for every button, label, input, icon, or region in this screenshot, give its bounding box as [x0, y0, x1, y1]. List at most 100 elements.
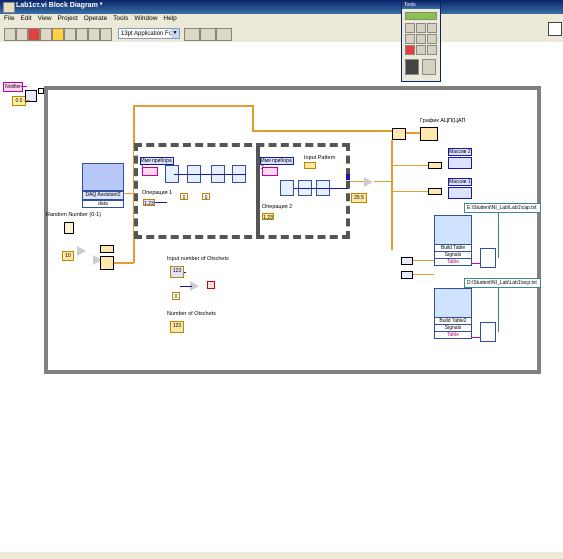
input-count-label: Input number of Otschets [167, 256, 229, 262]
notifier-node-icon[interactable] [25, 90, 37, 102]
compare-icon[interactable] [364, 177, 373, 187]
font-select-value: 13pt Application Font [121, 31, 178, 37]
table-icon [434, 215, 472, 245]
menu-bar: File Edit View Project Operate Tools Win… [0, 14, 563, 26]
build-table2-table: Table [434, 332, 472, 339]
pause-icon[interactable] [40, 28, 52, 41]
shortcut-tool-icon[interactable] [416, 34, 426, 44]
run-arrow-icon[interactable] [4, 28, 16, 41]
menu-edit[interactable]: Edit [20, 15, 32, 22]
menu-operate[interactable]: Operate [83, 15, 108, 22]
multiply2-icon[interactable] [93, 255, 102, 265]
daq-label: DAQ Assistant2 [82, 191, 124, 200]
build-table-2[interactable]: Build Table2 Signals Table [434, 288, 472, 348]
dice-icon[interactable] [64, 222, 74, 234]
dac-label [100, 245, 114, 253]
title-bar: Lab1ст.vi Block Diagram * [0, 0, 563, 14]
dev-name-1[interactable]: Имя прибора 1 [140, 157, 174, 171]
menu-tools[interactable]: Tools [113, 15, 129, 22]
position-tool-icon[interactable] [416, 23, 426, 33]
stop-constant[interactable]: 0.0 [12, 96, 26, 106]
dev-name-2-const[interactable] [262, 167, 278, 176]
build-table2-label: Build Table2 [434, 318, 472, 325]
chevron-down-icon: ▼ [171, 29, 179, 38]
multiply-icon[interactable] [77, 246, 86, 256]
toolbar: 13pt Application Font ▼ [0, 26, 563, 43]
op-2-value[interactable]: 1.23 [262, 213, 274, 221]
abort-icon[interactable] [28, 28, 40, 41]
highlight-execution-icon[interactable] [52, 28, 64, 41]
color-tool-icon[interactable] [405, 59, 419, 75]
table2-icon [434, 288, 472, 318]
const-10[interactable]: 10 [62, 251, 74, 261]
menu-project[interactable]: Project [57, 15, 78, 22]
step-over-icon[interactable] [88, 28, 100, 41]
graph-indicator[interactable] [420, 127, 438, 141]
step-into-icon[interactable] [76, 28, 88, 41]
path-1[interactable]: E:\Student\NI_Lab\Lab1\cap.txt [464, 203, 541, 213]
build-table2-signals: Signals [434, 325, 472, 332]
menu-window[interactable]: Window [134, 15, 158, 22]
window-title: Lab1ст.vi Block Diagram * [16, 2, 103, 9]
breakpoint-tool-icon[interactable] [405, 45, 415, 55]
small-const[interactable]: 0 [172, 292, 180, 300]
text-tool-icon[interactable] [427, 23, 437, 33]
probe-tool-icon[interactable] [416, 45, 426, 55]
wire-tool-icon[interactable] [405, 34, 415, 44]
horizontal-scrollbar[interactable] [0, 552, 563, 559]
brush-icon[interactable] [422, 59, 436, 75]
const-0-a[interactable]: 0 [180, 193, 188, 201]
auto-tool-icon[interactable] [405, 12, 437, 20]
run-continuous-icon[interactable] [16, 28, 28, 41]
array2-const[interactable] [428, 162, 442, 169]
build-table-label: Build Table [434, 245, 472, 252]
tools-palette-title: Tools [402, 1, 440, 9]
scroll-tool-icon[interactable] [427, 34, 437, 44]
sequence-divider [256, 143, 260, 239]
daq-icon [82, 163, 124, 191]
graph-label: График АЦП(ЦАП [420, 118, 466, 124]
convert2-icon[interactable] [401, 271, 413, 279]
boolean-led-icon[interactable] [207, 281, 215, 289]
step-out-icon[interactable] [100, 28, 112, 41]
visa-open2-icon[interactable] [280, 180, 294, 196]
dac-indicator[interactable] [100, 256, 114, 270]
menu-help[interactable]: Help [163, 15, 177, 22]
dev-name-1-const[interactable] [142, 167, 158, 176]
write-file-icon[interactable] [480, 248, 496, 268]
array1-const[interactable] [428, 188, 442, 195]
flat-sequence[interactable] [134, 143, 350, 239]
font-select[interactable]: 13pt Application Font ▼ [118, 28, 180, 39]
daq-data-terminal: data [82, 200, 124, 208]
build-table-signals: Signals [434, 252, 472, 259]
array1-indicator[interactable] [448, 187, 472, 199]
reorder-icon[interactable] [216, 28, 232, 41]
array2-indicator[interactable] [448, 157, 472, 169]
build-array-icon[interactable] [392, 128, 406, 140]
distribute-icon[interactable] [200, 28, 216, 41]
dev-name-2[interactable]: Имя прибора 2 [260, 157, 294, 171]
pattern-const[interactable] [304, 162, 316, 169]
color-copy-tool-icon[interactable] [427, 45, 437, 55]
menu-view[interactable]: View [37, 15, 52, 22]
notifier-label[interactable]: Notifier [3, 82, 23, 92]
input-count-val[interactable]: 123 [170, 266, 184, 278]
while-loop[interactable] [44, 86, 541, 374]
align-icon[interactable] [184, 28, 200, 41]
menu-file[interactable]: File [4, 15, 15, 22]
tools-palette: Tools [401, 0, 441, 82]
convert-icon[interactable] [401, 257, 413, 265]
vi-icon[interactable] [548, 22, 562, 36]
const-25[interactable]: 25.5 [351, 193, 367, 203]
retain-wire-icon[interactable] [64, 28, 76, 41]
op-1-value[interactable]: 1.23 [143, 199, 155, 207]
compare2-icon[interactable] [190, 281, 199, 291]
daq-assistant[interactable]: DAQ Assistant2 data [82, 163, 124, 208]
operate-tool-icon[interactable] [405, 23, 415, 33]
build-table[interactable]: Build Table Signals Table [434, 215, 472, 275]
path-2[interactable]: D:\Student\NI_Lab\Lab1\acp.txt [464, 278, 541, 288]
build-table-table: Table [434, 259, 472, 266]
write-file2-icon[interactable] [480, 322, 496, 342]
const-0-b[interactable]: 0 [202, 193, 210, 201]
count-val[interactable]: 123 [170, 321, 184, 333]
